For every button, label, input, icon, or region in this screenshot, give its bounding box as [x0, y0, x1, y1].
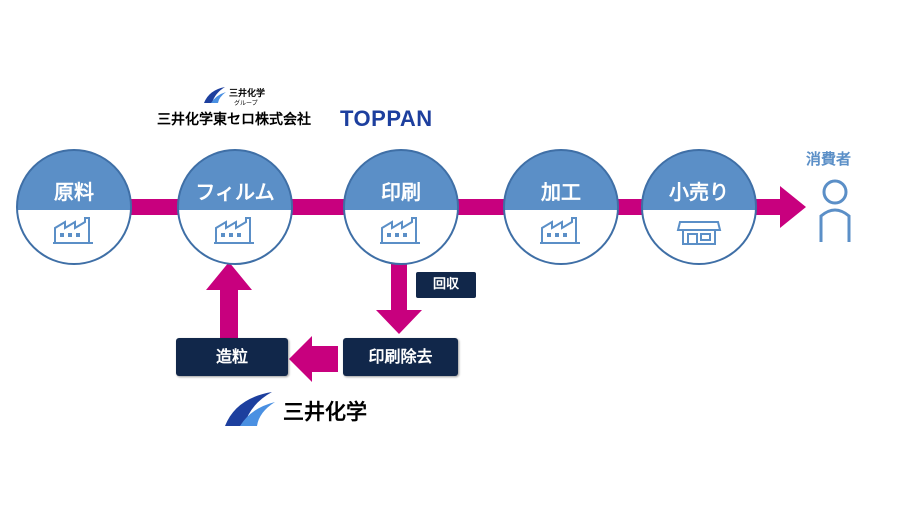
- node-circle: [177, 149, 293, 265]
- mitsui-group-name: 三井化学: [229, 89, 266, 99]
- node-raw-material: 原料: [15, 148, 133, 266]
- node-label: フィルム: [195, 180, 275, 204]
- mitsui-chemicals-group-logo: [204, 87, 226, 103]
- node-circle: [16, 149, 132, 265]
- node-retail: 小売り: [640, 148, 758, 266]
- arrow-removal-to-pellet: [289, 336, 338, 382]
- node-label: 小売り: [669, 180, 729, 204]
- person-icon: [819, 179, 851, 242]
- node-printing: 印刷: [342, 148, 460, 266]
- node-circle: [641, 149, 757, 265]
- tohcello-logo-text: 三井化学東セロ株式会社: [157, 112, 311, 128]
- node-film: フィルム: [176, 148, 294, 266]
- mitsui-chemicals-logo-text: 三井化学: [283, 400, 367, 424]
- arrow-print-to-process: [452, 199, 512, 215]
- factory-icon: [53, 217, 93, 244]
- pelletize-box: 造粒: [176, 338, 288, 376]
- node-label: 加工: [541, 180, 581, 204]
- node-label: 印刷: [381, 180, 421, 204]
- mitsui-chemicals-logo: [225, 392, 275, 426]
- consumer-label: 消費者: [806, 150, 852, 168]
- arrow-pellet-up: [206, 262, 252, 338]
- store-icon: [676, 221, 722, 245]
- factory-icon: [380, 217, 420, 244]
- factory-icon: [540, 217, 580, 244]
- arrow-raw-to-film: [120, 199, 180, 215]
- toppan-logo: TOPPAN: [340, 106, 433, 131]
- factory-icon: [214, 217, 254, 244]
- arrow-collect-down: [376, 262, 422, 334]
- node-circle: [343, 149, 459, 265]
- print-removal-box: 印刷除去: [343, 338, 458, 376]
- node-processing: 加工: [502, 148, 620, 266]
- arrow-film-to-print: [286, 199, 346, 215]
- node-circle: [503, 149, 619, 265]
- arrow-retail-to-consumer: [748, 186, 806, 228]
- mitsui-group-sub: グループ: [234, 100, 258, 107]
- node-label: 原料: [54, 180, 94, 204]
- collect-tag: 回収: [416, 272, 476, 298]
